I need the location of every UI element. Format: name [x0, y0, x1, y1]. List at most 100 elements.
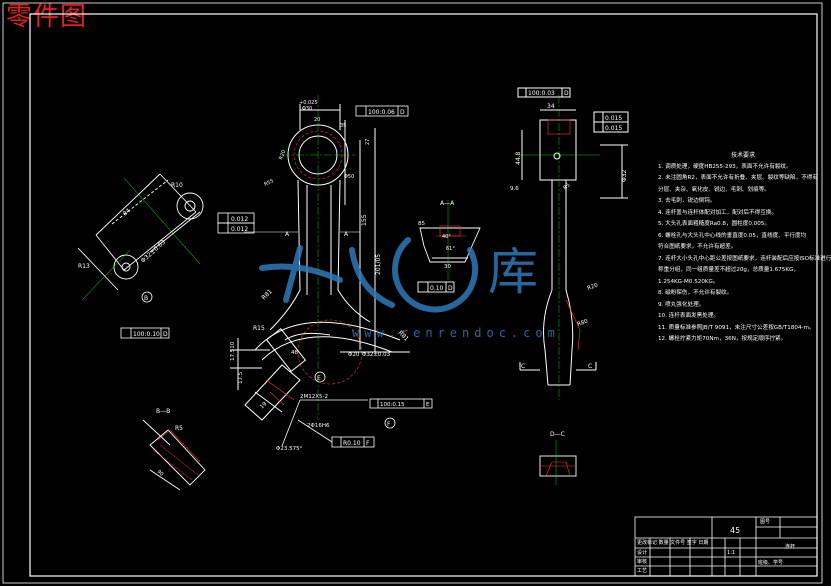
tol-mid-pos: 0.10	[430, 285, 444, 292]
cut-a-right: A	[344, 231, 349, 238]
note-line: 称重分组，同一组质量差不超过20g，总质量1.675KG，	[658, 267, 799, 273]
corner-title: 零件图	[6, 2, 88, 32]
note-line: 11. 质量标准参照JB/T 9091，未注尺寸公差按GB/T1804-m。	[658, 324, 815, 331]
note-line: 7. 连杆大小头孔中心距公差按图纸要求，连杆装配后应按ISO标准进行	[658, 255, 831, 262]
note-line: 1. 调质处理，硬度HB255-293，表面不允许有裂纹。	[658, 163, 792, 170]
dim-d32: Φ32	[621, 169, 628, 182]
note-line: 分层、夹杂、氧化皮、锐边、毛刺、划痕等。	[658, 186, 770, 193]
tol-right-t2: 0.015	[605, 125, 622, 132]
dim-448: 44.8	[515, 151, 522, 165]
dim-d3233: Φ32±0.03	[362, 352, 391, 358]
note-line: 5. 大头孔表面粗糙度Ra0.8，圆柱度0.005。	[658, 221, 770, 227]
section-bb-label: B—B	[156, 408, 170, 415]
tb-row4: 工艺	[637, 568, 648, 574]
notes-header: 技术要求	[730, 152, 755, 159]
dim-1751: 17.510	[230, 341, 236, 361]
dim-90: 90	[156, 469, 165, 478]
tol-top-flat-ref: D	[400, 109, 405, 116]
tb-school: 班级、学号	[758, 560, 784, 566]
section-cc-left: C	[521, 363, 525, 370]
tol-mid-pos-ref: D	[448, 285, 453, 292]
dim-98: 9.6	[510, 186, 519, 192]
section-dc	[539, 440, 577, 485]
datum-f: F	[387, 421, 391, 428]
dim-19: 19	[259, 401, 269, 411]
dim-angle: Φ23.575°	[276, 446, 303, 452]
right-view	[517, 87, 629, 400]
dim-r81: R81	[260, 288, 273, 301]
watermark-url: www.renrendoc.com	[352, 326, 560, 340]
title-block	[634, 516, 818, 577]
tb-row2: 设计	[637, 550, 648, 556]
dim-ang61: 61°	[446, 246, 455, 252]
note-line: 12. 螺栓拧紧力矩70Nm，36N，按规定顺序拧紧。	[658, 336, 787, 342]
dim-84: 84	[122, 207, 132, 217]
tb-drawing-no: 图号	[760, 519, 771, 525]
note-line: 符合图纸要求，不允许有超差。	[658, 244, 737, 250]
watermark-glyph: 库	[488, 243, 538, 301]
dim-d20r: R20	[587, 282, 600, 292]
tol-sym2: 0.012	[231, 226, 248, 233]
dim-175: 17.5	[238, 371, 244, 384]
section-bb	[142, 419, 206, 491]
left-view	[77, 173, 204, 301]
dim-phi32: Φ32±0.03	[140, 239, 168, 265]
tol-bottom-ref: E	[426, 402, 430, 408]
dim-phi50: Φ50	[344, 174, 354, 180]
tol-right-t1: 0.015	[605, 115, 622, 122]
note-line: 1.254KG-M0.520KG。	[658, 278, 719, 285]
tol-bottom-r: R0.10	[343, 440, 361, 447]
tol-bottom-r-ref: F	[366, 440, 370, 447]
dim-r13: R13	[78, 263, 90, 270]
dim-hole: 2Φ16H6	[307, 423, 330, 429]
dim-48: 48	[291, 350, 298, 356]
tol-left-ref: 100:0.10	[133, 331, 160, 338]
left-tol-frames	[120, 212, 255, 339]
dim-85b: 85	[562, 182, 572, 191]
cut-a-left: A	[285, 231, 290, 238]
dim-d20: Φ20	[348, 352, 360, 358]
technical-notes: 技术要求 1. 调质处理，硬度HB255-293，表面不允许有裂纹。 2. 未注…	[658, 150, 831, 346]
main-view	[230, 95, 410, 421]
tb-row3: 审核	[637, 559, 648, 565]
dim-top-w1: 20	[314, 117, 320, 123]
part-name: 连杆	[785, 544, 796, 550]
note-line: 3. 去毛刺，锐边倒钝。	[658, 198, 716, 204]
tol-top-flatness: 100:0.06	[368, 109, 395, 116]
tb-scale: 1:1	[727, 550, 736, 556]
inner-border	[29, 13, 818, 577]
dim-rb5: R5	[175, 425, 183, 432]
dim-155: 155	[361, 214, 368, 226]
dim-34: 34	[547, 103, 555, 110]
dim-ang40: 40°	[442, 234, 451, 240]
dim-top-w2: 35	[340, 123, 346, 129]
tol-bottom: 100:0.15	[380, 402, 405, 408]
section-cc-right: C	[588, 363, 592, 370]
tol-right-top: 100:0.03	[528, 90, 555, 97]
note-line: 6. 螺栓孔与大头孔中心线的垂直度0.05，直线度、平行度均	[658, 232, 807, 239]
note-line: 8. 磁粉探伤，不允许有裂纹。	[658, 290, 733, 296]
dim-r80: R80	[577, 318, 590, 328]
section-aa-label: A—A	[440, 200, 455, 207]
material-label: 45	[730, 526, 741, 535]
section-dc-label: D—C	[550, 431, 565, 438]
dim-r15: R15	[253, 325, 265, 332]
dim-r10: R10	[171, 182, 183, 189]
dim-201: 201/05	[375, 254, 382, 275]
dim-85: 85	[418, 221, 425, 227]
tol-sym1: 0.012	[231, 216, 248, 223]
main-tol-frames	[281, 105, 433, 448]
dim-top-w3: 27	[365, 139, 371, 145]
note-line: 10. 连杆表面发黑处理。	[658, 313, 720, 319]
note-line: 4. 连杆盖与连杆体配对加工，配对后不得互换。	[658, 209, 777, 216]
tb-row1: 更改标记 数量 文件号 签字 日期	[637, 540, 709, 546]
tol-left-ref-d: D	[163, 331, 168, 338]
dim-bore-tol: +0.025	[299, 100, 318, 106]
datum-e: E	[317, 375, 321, 382]
dim-thread: 2M12X5-2	[300, 394, 328, 400]
note-line: 2. 未注圆角R2，表面不允许有折叠、夹层、裂纹等缺陷，不得有	[658, 175, 818, 181]
dim-30: 30	[444, 264, 451, 270]
note-line: 9. 喷丸强化处理。	[658, 301, 705, 308]
